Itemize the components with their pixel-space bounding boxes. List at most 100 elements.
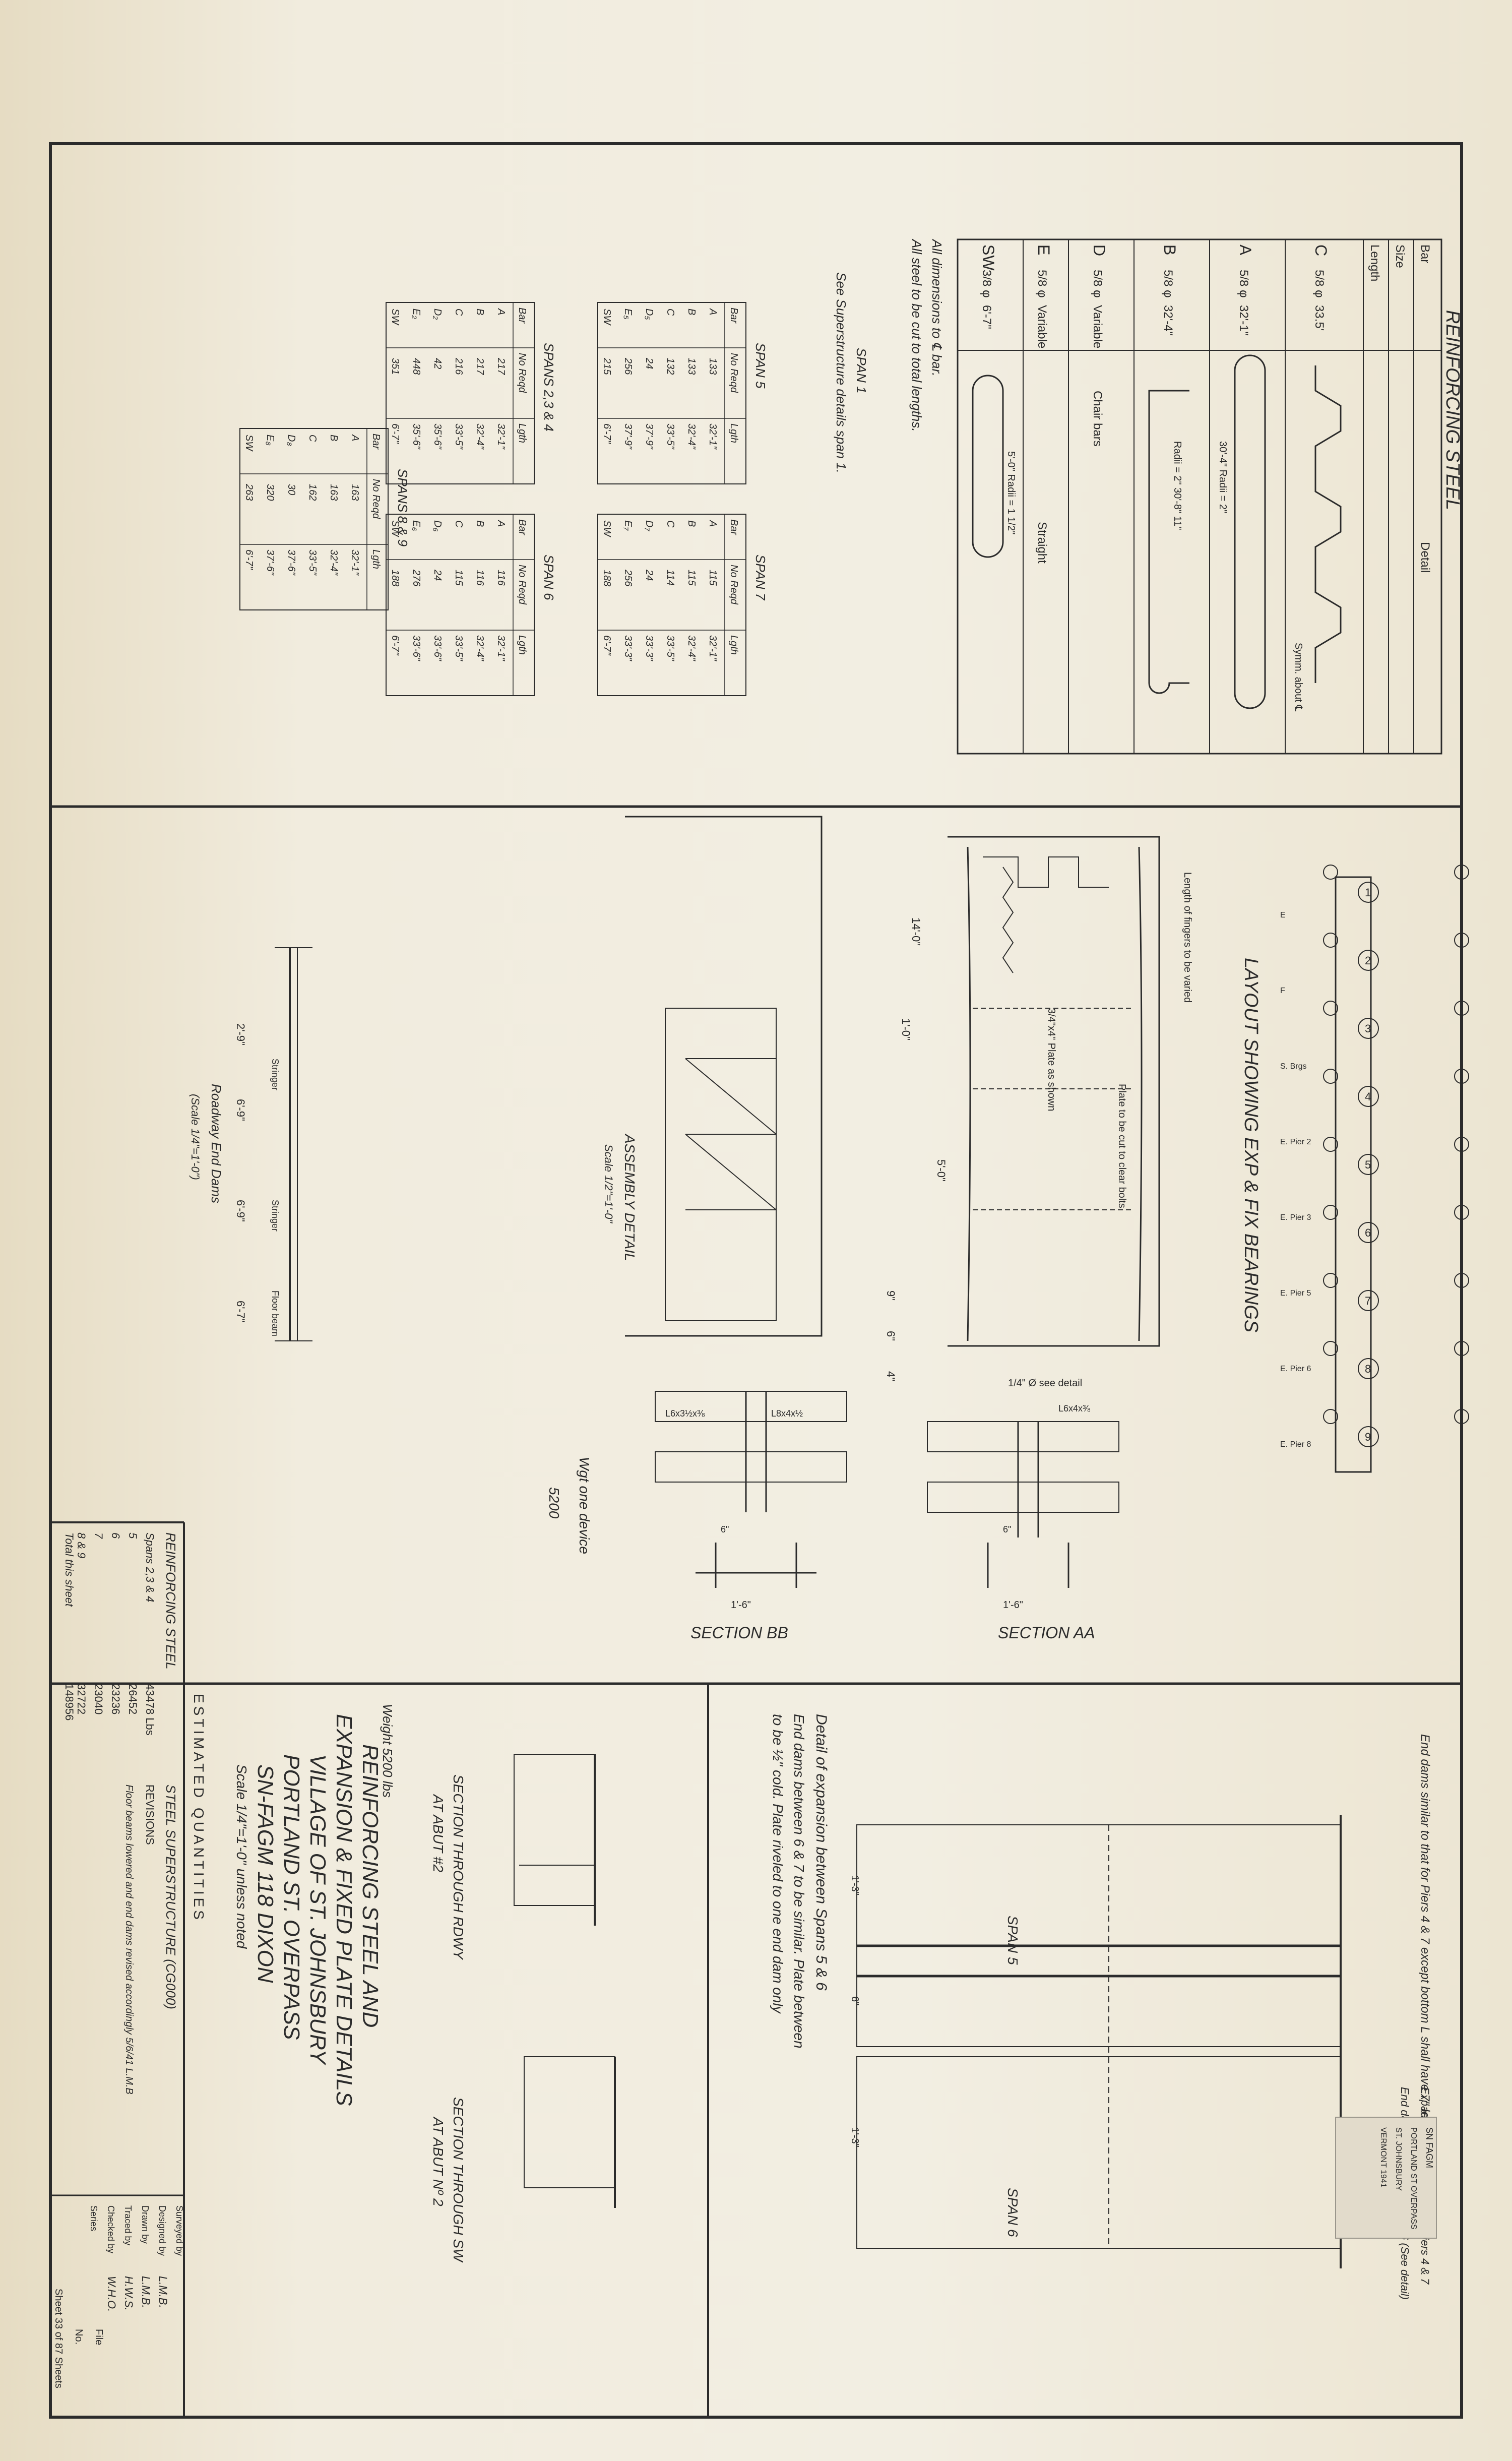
signature-label: Traced by: [123, 2205, 133, 2245]
span-table-header: No Reqd: [517, 353, 528, 393]
span-table-header: Bar: [517, 307, 528, 324]
bearing-marker-e: [1454, 1273, 1469, 1288]
bearing-marker-e: [1454, 1137, 1469, 1152]
span-table-header: No Reqd: [728, 565, 739, 605]
span-table-cell: 32'-4": [474, 635, 485, 661]
title-block: REINFORCING STEEL AND EXPANSION & FIXED …: [234, 1714, 383, 2106]
section-sw-subtitle: AT ABUT Nº 2: [430, 2116, 446, 2206]
quantity-row-value: 26452: [127, 1684, 139, 1714]
span-table-cell: 37'-9": [622, 423, 634, 450]
svg-text:6'-7": 6'-7": [980, 305, 993, 329]
span-table-cell: 115: [707, 570, 718, 586]
span-table-cell: 32'-4": [474, 423, 485, 450]
bearing-label: E. Pier 8: [1280, 1440, 1311, 1449]
steel-row-d: D 5/8 φ Variable Chair bars: [1090, 244, 1108, 447]
bearing-circle: [1358, 1154, 1379, 1175]
aa-dim-1: L6x4x⅜: [1058, 1403, 1091, 1413]
quantity-row-value: 23236: [109, 1684, 122, 1714]
reinforcing-steel-title: REINFORCING STEEL: [1442, 310, 1463, 510]
quantities-col1: REINFORCING STEEL: [163, 1532, 178, 1670]
span-table-header: Lgth: [728, 423, 739, 443]
expansion-note-1: End dams between 6 & 7 to be similar. Pl…: [791, 1714, 807, 2049]
bearing-marker-e: [1454, 933, 1469, 948]
span-table-cell: C: [453, 520, 464, 528]
span-table-cell: 6'-7": [243, 549, 255, 570]
bearing-span-number: 9: [1365, 1431, 1371, 1443]
span-table-cell: 163: [328, 484, 339, 501]
exp-dim-3: 6": [849, 1996, 860, 2005]
span-table-header: No Reqd: [728, 353, 739, 393]
span-table-cell: 33'-5": [665, 423, 676, 450]
bearing-marker-e: [1454, 1205, 1469, 1220]
signature-value: L.M.B.: [157, 2276, 169, 2308]
bearing-label: E: [1280, 911, 1286, 919]
quantities-col2: STEEL SUPERSTRUCTURE (CG000): [163, 1785, 178, 2009]
aa-note: 1/4" Ø see detail: [1008, 1378, 1082, 1389]
span-table-cell: 33'-3": [622, 635, 634, 661]
bb-dim-1: L6x3½x⅜: [665, 1408, 705, 1419]
header-bar: Bar: [1418, 244, 1432, 263]
quantity-row-label: 8 & 9: [75, 1532, 88, 1558]
span-table-cell: D₇: [644, 520, 655, 531]
svg-text:E: E: [1035, 244, 1053, 255]
steel-note-1: All dimensions to ℄ bar.: [929, 238, 944, 377]
dam-dim-3: 6'-9": [234, 1200, 247, 1222]
svg-text:SPAN 1: SPAN 1: [854, 348, 869, 394]
bearing-circle: [1358, 1358, 1379, 1379]
svg-text:30'-4" Radii = 2": 30'-4" Radii = 2": [1217, 441, 1228, 513]
bearing-circle: [1358, 1222, 1379, 1243]
span-table-cell: 256: [622, 357, 634, 375]
span-table-cell: D₆: [432, 520, 443, 532]
svg-text:5/8 φ: 5/8 φ: [1237, 270, 1250, 298]
dam-dim-1: 2'-9": [234, 1023, 247, 1045]
span-table-header: No Reqd: [517, 565, 528, 605]
span-table-cell: 37'-9": [644, 423, 655, 450]
title-line-3: VILLAGE OF ST. JOHNSBURY: [305, 1754, 330, 2065]
roadway-end-dams-scale: (Scale 1/4"=1'-0"): [189, 1094, 202, 1180]
span-table-cell: 162: [307, 484, 318, 501]
bearing-span-number: 1: [1365, 886, 1371, 899]
bearing-marker-e: [1454, 1409, 1469, 1424]
dam-dim-2: 6'-9": [234, 1099, 247, 1121]
bearing-circle: [1358, 1290, 1379, 1311]
span-table-title: SPAN 6: [541, 555, 556, 600]
svg-text:5200: 5200: [546, 1487, 562, 1519]
bearing-circle: [1358, 1018, 1379, 1039]
bearing-marker-e: [1454, 1001, 1469, 1016]
revision-note: Floor beams lowered and end dams revised…: [123, 1785, 135, 2095]
span-table-cell: 216: [453, 357, 464, 375]
span-table-cell: 32'-1": [349, 549, 360, 576]
signature-label: Checked by: [106, 2205, 116, 2253]
span-table-cell: 37'-6": [265, 549, 276, 576]
no-label: No.: [73, 2329, 84, 2345]
bearing-circle: [1358, 950, 1379, 971]
total-label: Total this sheet: [63, 1532, 76, 1607]
aa-dim-3: 6": [1003, 1524, 1011, 1534]
span-table-header: Lgth: [728, 635, 739, 655]
span-table-cell: SW: [243, 435, 255, 452]
span-table-cell: 256: [622, 569, 634, 587]
floorbeam-label: Floor beam: [270, 1290, 280, 1336]
bearing-marker-e: [1454, 1069, 1469, 1084]
signature-label: Surveyed by: [174, 2205, 184, 2256]
bearing-label: E. Pier 2: [1280, 1138, 1311, 1146]
section-bb-title: SECTION BB: [690, 1624, 788, 1642]
bearing-circle: [1358, 882, 1379, 903]
svg-text:Symm. about ℄: Symm. about ℄: [1293, 643, 1304, 711]
svg-text:C: C: [1312, 244, 1330, 256]
span-table-cell: 32'-4": [328, 549, 339, 576]
bearing-label: E. Pier 6: [1280, 1365, 1311, 1373]
span-table-cell: B: [686, 309, 697, 315]
span-table-cell: B: [686, 520, 697, 527]
section-aa: 1/4" Ø see detail L6x4x⅜ 1'-6" 6" SECTIO…: [927, 1378, 1119, 1642]
span-table-header: Lgth: [517, 423, 528, 443]
span-table-cell: D₈: [286, 435, 297, 446]
bearing-marker-f: [1323, 1137, 1338, 1152]
span-table-cell: 32'-1": [495, 635, 507, 661]
span-table-cell: 188: [390, 570, 401, 586]
section-abut2: SECTION THROUGH RDWY AT ABUT #2 Weight 5…: [380, 1704, 596, 1960]
bearing-marker-f: [1323, 1341, 1338, 1356]
